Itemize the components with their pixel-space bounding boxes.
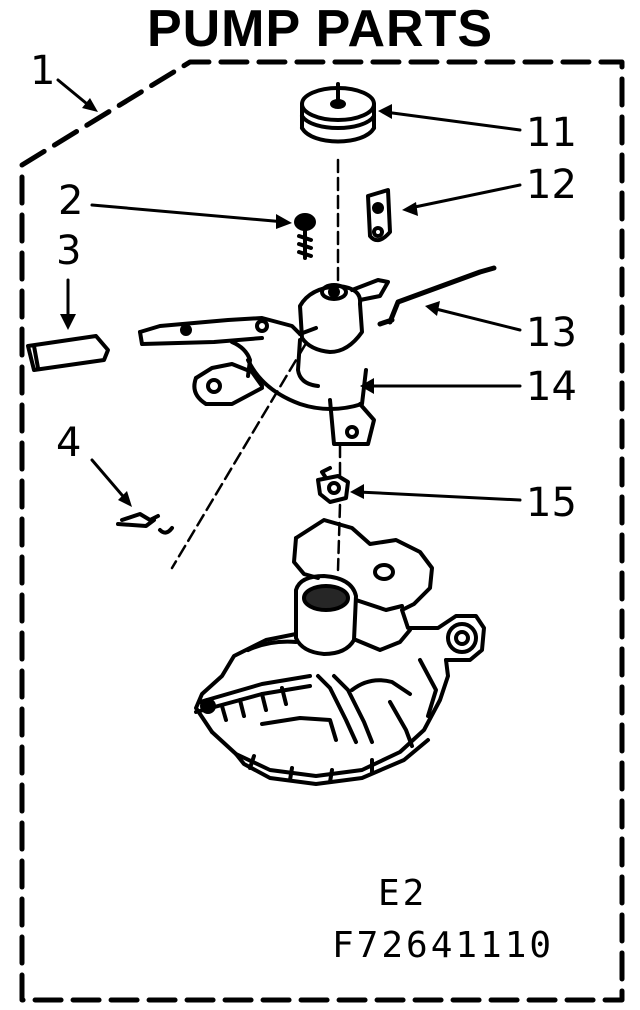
callout-1: 1 (30, 48, 56, 94)
callout-15: 15 (526, 480, 577, 526)
leader-12 (408, 183, 522, 210)
screw-part-2 (294, 213, 316, 260)
leader-2 (90, 203, 287, 224)
gear-case-part-14 (138, 278, 390, 446)
callout-11: 11 (526, 110, 577, 156)
callout-12: 12 (526, 162, 577, 208)
pulley-part-11 (300, 82, 376, 144)
leader-4 (90, 458, 130, 504)
leader-11 (383, 110, 522, 132)
pad-part-3 (26, 334, 110, 372)
diagram-title: PUMP PARTS (146, 0, 494, 58)
kit-boundary (19, 59, 625, 1003)
clip-part-12 (366, 188, 392, 243)
assembly-axis (170, 158, 342, 572)
section-code: E2 (378, 873, 428, 914)
washer-part-15 (316, 466, 350, 504)
leader-arrowheads (60, 98, 440, 507)
spring-clip-part-4 (116, 512, 174, 535)
leader-lines (56, 78, 522, 504)
callout-2: 2 (58, 178, 84, 224)
rod-part-13 (377, 265, 497, 327)
figure-code: F72641110 (332, 925, 555, 966)
callout-13: 13 (526, 310, 577, 356)
leader-15 (356, 490, 522, 502)
callout-4: 4 (56, 420, 82, 466)
callout-14: 14 (526, 364, 577, 410)
pump-housing (194, 518, 486, 786)
leader-13 (430, 306, 522, 332)
callout-3: 3 (56, 228, 82, 274)
